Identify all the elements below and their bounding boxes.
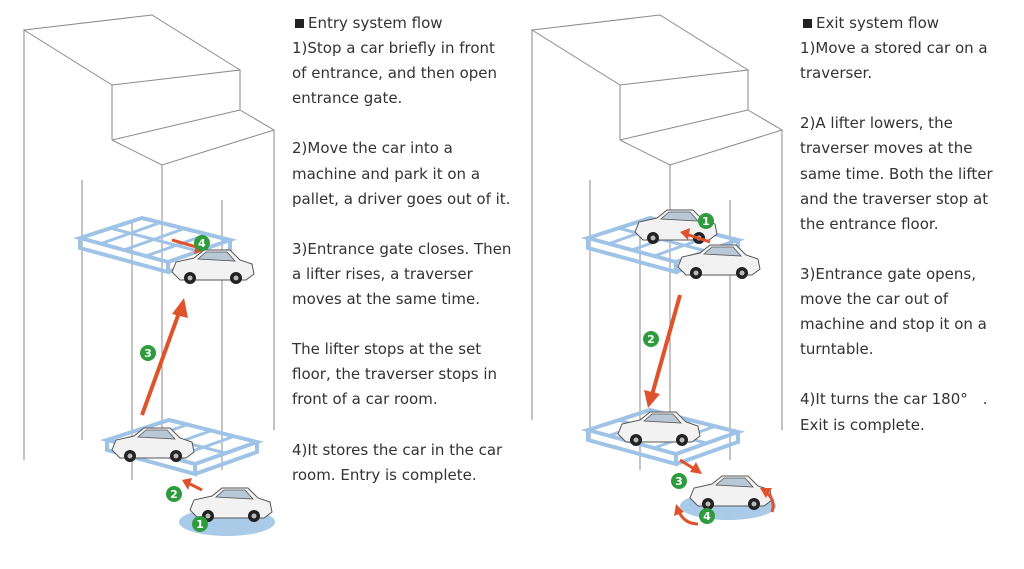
step-marker-4: 4 <box>194 235 210 251</box>
svg-text:4: 4 <box>198 237 206 250</box>
exit-step-4: 4)It turns the car 180° . Exit is comple… <box>800 390 988 434</box>
entry-flow-text: Entry system flow 1)Stop a car briefly i… <box>292 11 514 513</box>
entry-heading: Entry system flow <box>292 11 514 36</box>
exit-heading: Exit system flow <box>800 11 1015 36</box>
step-marker-2: 2 <box>166 486 182 502</box>
step-marker-3: 3 <box>140 345 156 361</box>
svg-text:2: 2 <box>647 333 655 346</box>
entry-step-1: 1)Stop a car briefly in front of entranc… <box>292 39 498 108</box>
building-outline <box>22 14 275 480</box>
red-arrow-icon <box>644 228 775 526</box>
entry-heading-label: Entry system flow <box>308 14 443 32</box>
entry-step-2: 2)Move the car into a machine and park i… <box>292 139 511 208</box>
entry-step-3b: The lifter stops at the set floor, the t… <box>292 340 498 409</box>
exit-system-diagram: 1 2 3 4 <box>530 14 783 526</box>
exit-flow-text: Exit system flow 1)Move a stored car on … <box>800 11 1015 463</box>
svg-text:1: 1 <box>702 215 710 228</box>
step-marker-3: 3 <box>671 473 687 489</box>
entry-step-4: 4)It stores the car in the car room. Ent… <box>292 440 503 484</box>
exit-step-1: 1)Move a stored car on a traverser. <box>800 39 988 83</box>
traverser-car-icon <box>677 244 761 280</box>
svg-text:2: 2 <box>170 488 178 501</box>
entry-step-3: 3)Entrance gate closes. Then a lifter ri… <box>292 239 512 309</box>
svg-text:3: 3 <box>675 475 683 488</box>
exit-step-3: 3)Entrance gate opens, move the car out … <box>800 264 987 359</box>
red-arrow-icon <box>140 238 206 492</box>
step-marker-4: 4 <box>699 508 715 524</box>
svg-text:4: 4 <box>703 510 711 523</box>
exit-step-2: 2)A lifter lowers, the traverser moves a… <box>800 114 993 233</box>
step-marker-1: 1 <box>192 516 208 532</box>
black-square-icon <box>803 19 812 29</box>
exiting-car-icon <box>689 475 773 511</box>
step-marker-2: 2 <box>643 331 659 347</box>
black-square-icon <box>295 19 304 29</box>
entry-system-diagram: 1 2 3 4 <box>22 14 275 536</box>
exit-heading-label: Exit system flow <box>816 14 940 32</box>
svg-text:3: 3 <box>144 347 152 360</box>
svg-text:1: 1 <box>196 518 204 531</box>
step-marker-1: 1 <box>698 213 714 229</box>
